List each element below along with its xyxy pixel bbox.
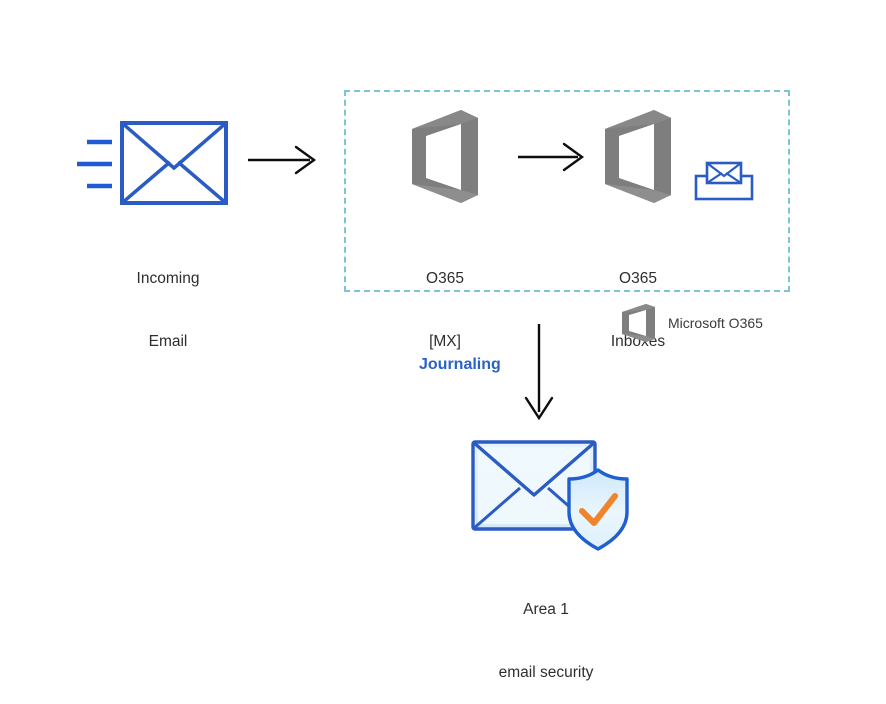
arrow-right-icon: [518, 142, 585, 172]
connector-incoming-to-mx: [248, 143, 320, 177]
legend-office-icon-wrap: [619, 302, 659, 344]
incoming-email-node: [74, 118, 234, 210]
speed-lines-icon: [77, 139, 112, 189]
o365-inboxes-node: [597, 107, 679, 207]
shielded-envelope-icon: [471, 440, 629, 551]
office-365-icon: [412, 110, 478, 203]
area1-label-line2: email security: [498, 664, 594, 681]
connector-mx-to-inboxes: [518, 140, 588, 174]
incoming-email-label-line1: Incoming: [136, 270, 200, 287]
journaling-label: Journaling: [419, 356, 501, 373]
o365-mx-label-line2: [MX]: [429, 333, 461, 350]
o365-inboxes-label: O365 Inboxes: [558, 226, 718, 373]
o365-dashed-region: [344, 90, 790, 292]
office-365-icon: [605, 110, 671, 203]
incoming-email-label-line2: Email: [148, 333, 188, 350]
envelope-icon: [77, 121, 228, 205]
legend-label: Microsoft O365: [668, 315, 763, 331]
o365-mx-label: O365 [MX]: [365, 226, 525, 373]
area1-email-security-node: [468, 432, 638, 552]
arrow-down-icon: [524, 324, 554, 421]
shield-icon: [567, 468, 629, 551]
o365-mx-label-line1: O365: [426, 270, 464, 287]
inbox-tray-node: [693, 160, 755, 202]
connector-inboxes-to-area1: [518, 320, 564, 424]
o365-inboxes-label-line1: O365: [619, 270, 657, 287]
arrow-right-icon: [248, 145, 317, 175]
area1-label-line1: Area 1: [523, 601, 569, 618]
incoming-email-label: Incoming Email: [88, 226, 248, 373]
o365-mx-node: [404, 107, 486, 207]
inbox-tray-icon: [694, 161, 754, 201]
area1-email-security-label: Area 1 email security: [463, 557, 629, 704]
check-icon: [579, 493, 618, 526]
office-365-icon: [622, 304, 655, 342]
